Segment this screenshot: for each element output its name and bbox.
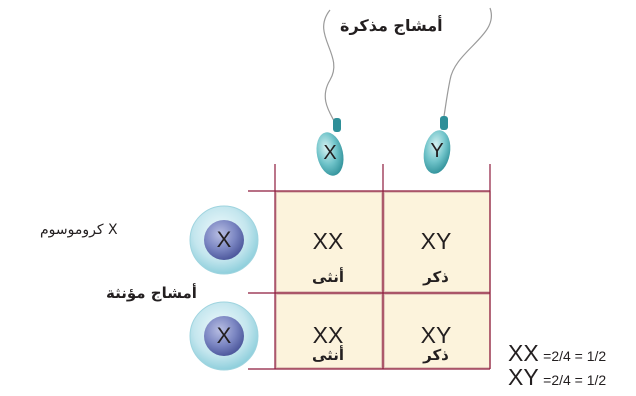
chromosome-x-label: كروموسوم X xyxy=(40,222,118,238)
ratio-xx-genotype: XX xyxy=(508,340,539,366)
ratio-xy: XY =2/4 = 1/2 xyxy=(508,364,606,391)
cell-r2-c2-genotype: XY xyxy=(420,322,452,348)
cell-r1-c1-sex: أنثى xyxy=(311,268,345,286)
sperm-y-chromosome: Y xyxy=(430,140,444,162)
cell-r1-c1 xyxy=(275,191,383,293)
ratio-xy-value: =2/4 = 1/2 xyxy=(543,372,607,388)
egg-1-icon xyxy=(189,205,259,275)
ratio-xx-value: =2/4 = 1/2 xyxy=(543,348,607,364)
cell-r1-c2-genotype: XY xyxy=(420,228,452,254)
egg-1-chromosome: X xyxy=(216,227,232,252)
cell-r1-c2 xyxy=(383,191,491,293)
sperm-x-icon xyxy=(316,9,344,176)
egg-2-icon xyxy=(189,301,259,371)
cell-r2-c1 xyxy=(275,293,383,369)
cell-r2-c1-sex: أنثى xyxy=(311,346,345,364)
sperm-x-chromosome: X xyxy=(323,142,337,164)
cell-r2-c1-genotype: XX xyxy=(312,322,344,348)
cell-r1-c2-sex: ذكر xyxy=(423,268,449,286)
cell-r2-c2-sex: ذكر xyxy=(423,346,449,364)
sperm-y-icon xyxy=(423,7,493,174)
cell-r1-c1-genotype: XX xyxy=(312,228,344,254)
ratio-xy-genotype: XY xyxy=(508,364,539,390)
egg-2-chromosome: X xyxy=(216,323,232,348)
female-gametes-label: أمشاج مؤنثة xyxy=(106,284,197,302)
grid-lines xyxy=(248,164,491,370)
ratio-xx: XX =2/4 = 1/2 xyxy=(508,340,606,367)
male-gametes-label: أمشاج مذكرة xyxy=(340,16,443,35)
